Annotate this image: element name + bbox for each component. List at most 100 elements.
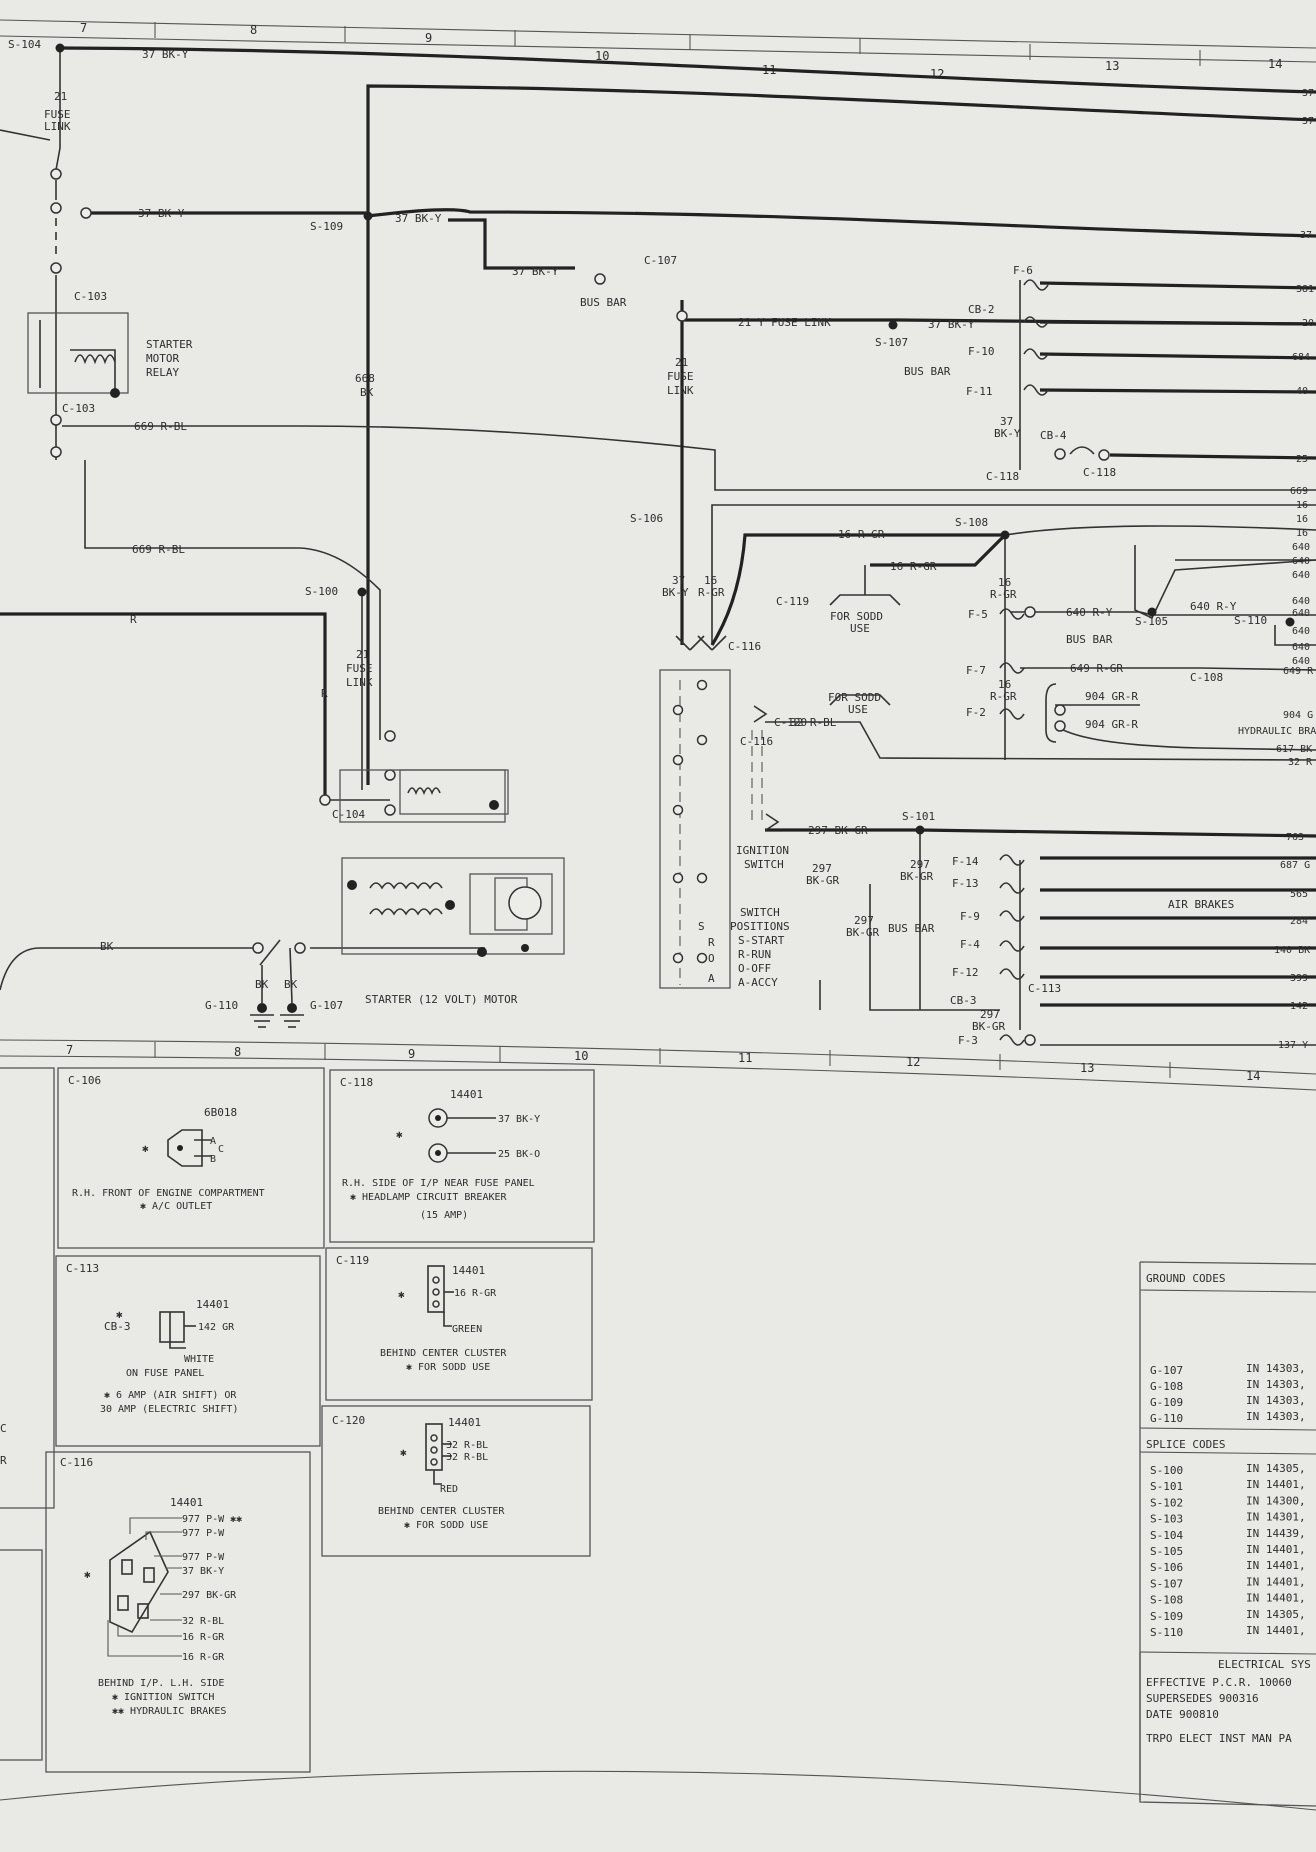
panel-desc: ✱ FOR SODD USE: [406, 1362, 490, 1373]
right-edge-label: 40: [1296, 386, 1308, 397]
panel-desc: ✱ FOR SODD USE: [404, 1520, 488, 1531]
note-star: ✱: [396, 1128, 403, 1141]
wire-label: 977 P-W: [182, 1552, 225, 1563]
grid-top-7: 7: [80, 21, 87, 35]
label: LINK: [44, 120, 71, 133]
connector-c104: C-104: [332, 808, 365, 821]
wire-label: 25 BK-O: [498, 1149, 540, 1160]
wire-label: 669 R-BL: [132, 543, 185, 556]
wire-label: 37 BK-Y: [138, 207, 185, 220]
label: SWITCH: [740, 906, 780, 919]
splice-loc: IN 14401,: [1246, 1543, 1306, 1556]
label: R-RUN: [738, 948, 771, 961]
right-edge-label: 640: [1292, 608, 1310, 619]
wire-label: 16: [998, 576, 1011, 589]
wire-label: BK-Y: [662, 586, 689, 599]
label: AIR BRAKES: [1168, 898, 1234, 911]
fuse-f5: F-5: [968, 608, 988, 621]
starter-motor: [339, 769, 565, 957]
splice-s106: S-106: [630, 512, 663, 525]
splice-loc: IN 14305,: [1246, 1462, 1306, 1475]
switch-pos-a: A: [708, 972, 715, 985]
wire-label: BK-GR: [900, 870, 933, 883]
right-edge-label: 32 R: [1288, 757, 1313, 768]
right-edge-label: 649 R: [1283, 666, 1314, 677]
wire-label: 16: [998, 678, 1011, 691]
wire-label: BK: [255, 978, 269, 991]
label: LINK: [667, 384, 694, 397]
grid-bottom-14: 14: [1246, 1069, 1260, 1083]
wire-label: 977 P-W: [182, 1528, 225, 1539]
top-border: [0, 19, 1316, 49]
panel-title: C-118: [340, 1076, 373, 1089]
title-block-line: DATE 900810: [1146, 1708, 1219, 1721]
switch-pos-r: R: [708, 936, 715, 949]
grid-bottom-9: 9: [408, 1047, 415, 1061]
part-number: 14401: [196, 1298, 229, 1311]
right-edge-labels: 37 37 37 381 20 684 40 25 669 16 ( 16 ( …: [1274, 88, 1316, 1051]
wire-label: 297: [910, 858, 930, 871]
connector-c118: C-118: [1083, 466, 1116, 479]
right-edge-label: 669: [1290, 486, 1308, 497]
wire-color: GREEN: [452, 1324, 482, 1335]
splice-code: S-103: [1150, 1513, 1183, 1526]
right-edge-label: 381: [1296, 284, 1314, 295]
splice-loc: IN 14305,: [1246, 1608, 1306, 1621]
wire-label: 904 GR-R: [1085, 718, 1138, 731]
label: MOTOR: [146, 352, 179, 365]
wire-label: BK-GR: [846, 926, 879, 939]
right-edge-label: 640: [1292, 542, 1310, 553]
wire-label: 649 R-GR: [1070, 662, 1123, 675]
wire-label: BK-GR: [806, 874, 839, 887]
panel-desc: R.H. SIDE OF I/P NEAR FUSE PANEL: [342, 1178, 535, 1189]
label: 21: [356, 648, 369, 661]
fuse-cb2: CB-2: [968, 303, 995, 316]
ground-codes-title: GROUND CODES: [1146, 1272, 1225, 1285]
wire-label: BK-Y: [994, 427, 1021, 440]
splice-code: S-109: [1150, 1610, 1183, 1623]
panel-title: C-106: [68, 1074, 101, 1087]
panel-c119: C-119 14401 ✱ 16 R-GR GREEN BEHIND CENTE…: [325, 1247, 593, 1401]
wire-label: BK-GR: [972, 1020, 1005, 1033]
grid-bottom-11: 11: [738, 1051, 752, 1065]
wire-label: 32 R-BL: [182, 1616, 224, 1627]
part-number: 14401: [450, 1088, 483, 1101]
splice-s109: S-109: [310, 220, 343, 233]
label: SWITCH: [744, 858, 784, 871]
fuse-f10: F-10: [968, 345, 995, 358]
wire-label: BK: [360, 386, 374, 399]
wire-label: BK: [284, 978, 298, 991]
diagram-labels: S-104 37 BK-Y 21 FUSE LINK 37 BK-Y S-109…: [8, 38, 1316, 1047]
grid-top-10: 10: [595, 49, 609, 63]
splice-s101: S-101: [902, 810, 935, 823]
panel-desc: BEHIND I/P. L.H. SIDE: [98, 1678, 224, 1689]
wire-label: 37 BK-Y: [182, 1566, 224, 1577]
connector-c120: C-120: [774, 716, 807, 729]
splice-dots: [55, 43, 1295, 835]
title-block-line: ELECTRICAL SYS: [1218, 1658, 1311, 1671]
label: FUSE: [44, 108, 71, 121]
label: STARTER: [146, 338, 193, 351]
ground-code: G-109: [1150, 1396, 1183, 1409]
splice-loc: IN 14301,: [1246, 1511, 1306, 1524]
right-edge-label: 640: [1292, 642, 1310, 653]
panel-desc: BEHIND CENTER CLUSTER: [380, 1348, 507, 1359]
splice-code: S-105: [1150, 1545, 1183, 1558]
fuse-glyphs: [999, 279, 1095, 1046]
wire-label: 297: [854, 914, 874, 927]
ground-loc: IN 14303,: [1246, 1378, 1306, 1391]
starter-motor-relay: [27, 312, 129, 398]
cb-label: CB-3: [104, 1320, 131, 1333]
right-edge-label: 617 BK: [1276, 744, 1312, 755]
connector-c118: C-118: [986, 470, 1019, 483]
label: FOR SODD: [830, 610, 883, 623]
right-edge-label: 25: [1296, 454, 1308, 465]
label: FUSE: [667, 370, 694, 383]
label: BUS BAR: [580, 296, 627, 309]
label: 21: [675, 356, 688, 369]
connector-c119: C-119: [776, 595, 809, 608]
panel-c118: C-118 14401 ✱ 37 BK-Y 25 BK-O R.H. SIDE …: [329, 1069, 595, 1243]
panel-title: C-113: [66, 1262, 99, 1275]
label: IGNITION: [736, 844, 789, 857]
